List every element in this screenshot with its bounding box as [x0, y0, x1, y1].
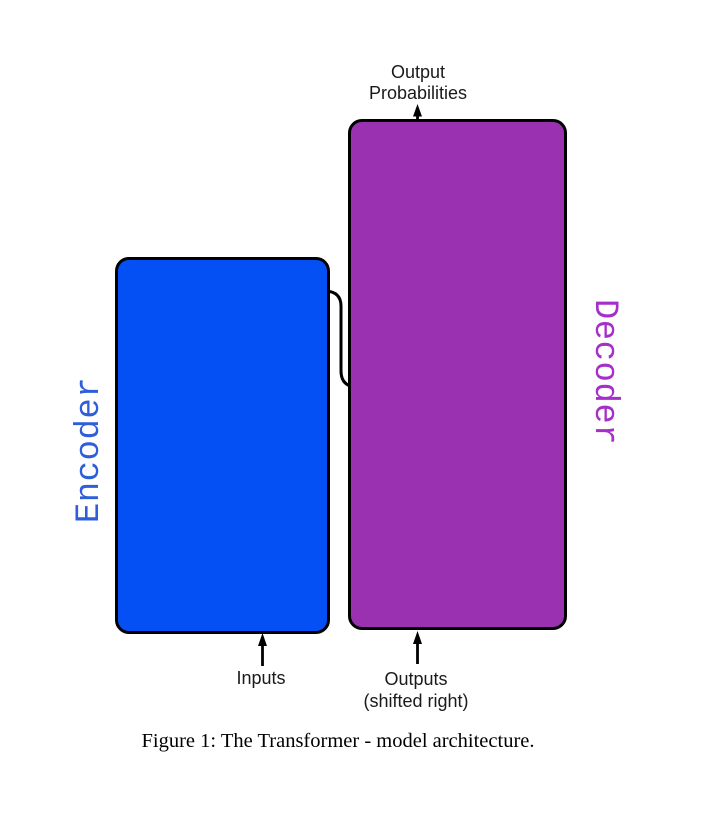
inputs-up-arrow-icon: [258, 633, 267, 666]
inputs-label: Inputs: [236, 668, 286, 688]
outputs-up-arrow-icon: [413, 631, 422, 664]
encoder-block: [115, 257, 330, 634]
outputs-line1: Outputs: [384, 669, 448, 689]
outputs-label: Outputs (shifted right): [363, 668, 468, 712]
output-probabilities-label: Output Probabilities: [369, 62, 467, 104]
outputs-line2: (shifted right): [363, 691, 469, 711]
output-probabilities-line2: Probabilities: [368, 83, 468, 103]
decoder-label: Decoder: [585, 298, 623, 446]
figure-caption: Figure 1: The Transformer - model archit…: [141, 730, 535, 752]
encoder-label: Encoder: [71, 376, 109, 524]
output-probabilities-line1: Output: [390, 62, 446, 82]
decoder-block: [348, 119, 567, 630]
